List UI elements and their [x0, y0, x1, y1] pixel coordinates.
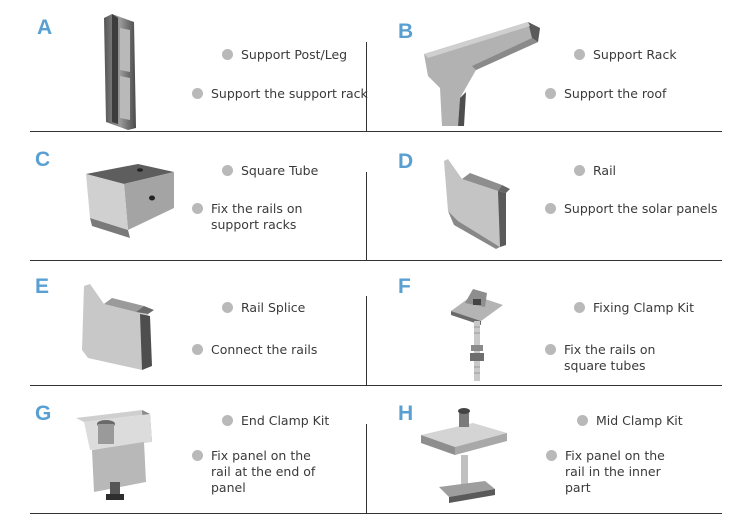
column-divider-row-1: [366, 42, 367, 132]
part-description: Connect the rails: [192, 342, 317, 358]
part-letter: C: [35, 148, 51, 171]
part-description: Support the support rack: [192, 86, 368, 102]
part-description: Support the solar panels: [545, 201, 717, 217]
support-post-icon: [104, 14, 136, 130]
fixing-clamp-kit-icon: [451, 289, 503, 381]
column-divider-row-3: [366, 296, 367, 385]
part-description: Support the roof: [545, 86, 666, 102]
column-divider-row-4: [366, 424, 367, 513]
part-name: Mid Clamp Kit: [577, 413, 683, 429]
part-letter: H: [398, 402, 414, 425]
part-letter: E: [35, 275, 50, 298]
row-divider-3: [30, 385, 722, 386]
part-name: End Clamp Kit: [222, 413, 329, 429]
row-divider-4: [30, 513, 722, 514]
square-tube-icon: [86, 164, 174, 238]
part-letter: A: [37, 16, 53, 39]
part-letter: B: [398, 20, 414, 43]
part-name: Rail Splice: [222, 300, 305, 316]
part-name: Fixing Clamp Kit: [574, 300, 694, 316]
end-clamp-kit-icon: [76, 410, 152, 500]
part-letter: F: [398, 275, 411, 298]
part-name: Rail: [574, 163, 616, 179]
support-rack-icon: [424, 22, 540, 126]
rail-splice-icon: [82, 284, 154, 370]
column-divider-row-2: [366, 172, 367, 260]
row-divider-2: [30, 260, 722, 261]
mid-clamp-kit-icon: [421, 408, 507, 503]
part-name: Support Post/Leg: [222, 47, 347, 63]
part-name: Square Tube: [222, 163, 318, 179]
part-letter: G: [35, 402, 52, 425]
part-name: Support Rack: [574, 47, 677, 63]
rail-icon: [444, 159, 510, 249]
row-divider-1: [30, 131, 722, 132]
part-letter: D: [398, 150, 414, 173]
